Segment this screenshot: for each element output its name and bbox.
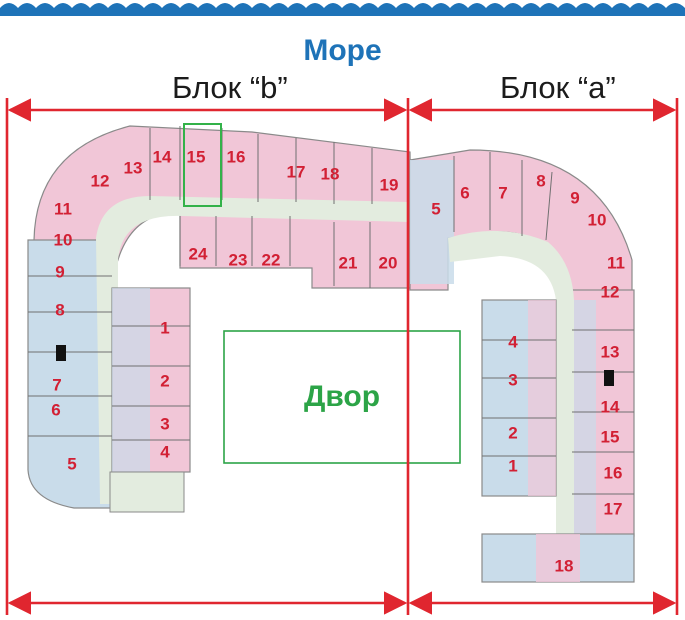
block-b-unit-4[interactable]: 4 — [160, 443, 170, 462]
block-a-unit-17[interactable]: 17 — [604, 500, 623, 519]
block-b-unit-2[interactable]: 2 — [160, 372, 169, 391]
block-a-unit-2[interactable]: 2 — [508, 424, 517, 443]
block-a-unit-12[interactable]: 12 — [601, 283, 620, 302]
block-a-unit-15[interactable]: 15 — [601, 428, 620, 447]
block-b-unit-9[interactable]: 9 — [55, 263, 64, 282]
block-a-unit-6[interactable]: 6 — [460, 184, 469, 203]
block-a-unit-13[interactable]: 13 — [601, 343, 620, 362]
sea-waves — [0, 3, 685, 16]
block-a-unit-14[interactable]: 14 — [601, 398, 620, 417]
block-a-unit-8[interactable]: 8 — [536, 172, 545, 191]
block-b-unit-8[interactable]: 8 — [55, 301, 64, 320]
block-b-unit-11[interactable]: 11 — [54, 200, 72, 219]
block-a-unit-18[interactable]: 18 — [555, 557, 574, 576]
block-b-unit-20[interactable]: 20 — [379, 254, 398, 273]
block-a-unit-16[interactable]: 16 — [604, 464, 623, 483]
block-a-unit-9[interactable]: 9 — [570, 189, 579, 208]
block-b-unit-10[interactable]: 10 — [54, 231, 73, 250]
block-b-unit-12[interactable]: 12 — [91, 172, 110, 191]
column-marker — [56, 345, 66, 361]
block-b-unit-21[interactable]: 21 — [339, 254, 358, 273]
block-b-unit-22[interactable]: 22 — [262, 251, 281, 270]
block-b-unit-15[interactable]: 15 — [187, 148, 206, 167]
block-b-unit-19[interactable]: 19 — [380, 176, 399, 195]
block-b-unit-7[interactable]: 7 — [52, 376, 61, 395]
block-a-unit-10[interactable]: 10 — [588, 211, 607, 230]
block-a-unit-11[interactable]: 11 — [607, 254, 625, 273]
block-b-unit-23[interactable]: 23 — [229, 251, 248, 270]
block-a-unit-4[interactable]: 4 — [508, 333, 518, 352]
block-a-unit-5[interactable]: 5 — [431, 200, 440, 219]
yard-outline — [223, 330, 461, 464]
block-b-unit-17[interactable]: 17 — [287, 163, 306, 182]
block-b-unit-5[interactable]: 5 — [67, 455, 76, 474]
sea-label: Море — [303, 34, 382, 67]
block-b-unit-24[interactable]: 24 — [189, 245, 208, 264]
block-b-label: Блок “b” — [172, 70, 288, 105]
block-a-unit-1[interactable]: 1 — [508, 457, 517, 476]
block-a-label: Блок “a” — [500, 70, 616, 105]
column-marker — [604, 370, 614, 386]
block-b-unit-14[interactable]: 14 — [153, 148, 172, 167]
yard-label: Двор — [303, 380, 381, 413]
dimension-lines — [5, 98, 679, 615]
partition-lines — [28, 126, 634, 495]
block-a-unit-3[interactable]: 3 — [508, 371, 517, 390]
block-b-unit-16[interactable]: 16 — [227, 148, 246, 167]
block-b-unit-13[interactable]: 13 — [124, 159, 143, 178]
block-a-unit-7[interactable]: 7 — [498, 184, 507, 203]
block-b-building — [27, 125, 413, 513]
block-b-unit-3[interactable]: 3 — [160, 415, 169, 434]
block-b-unit-6[interactable]: 6 — [51, 401, 60, 420]
block-a-building — [409, 149, 635, 583]
block-b-unit-18[interactable]: 18 — [321, 165, 340, 184]
block-b-highlighted-unit-outline[interactable] — [183, 123, 222, 207]
block-b-unit-1[interactable]: 1 — [160, 319, 169, 338]
